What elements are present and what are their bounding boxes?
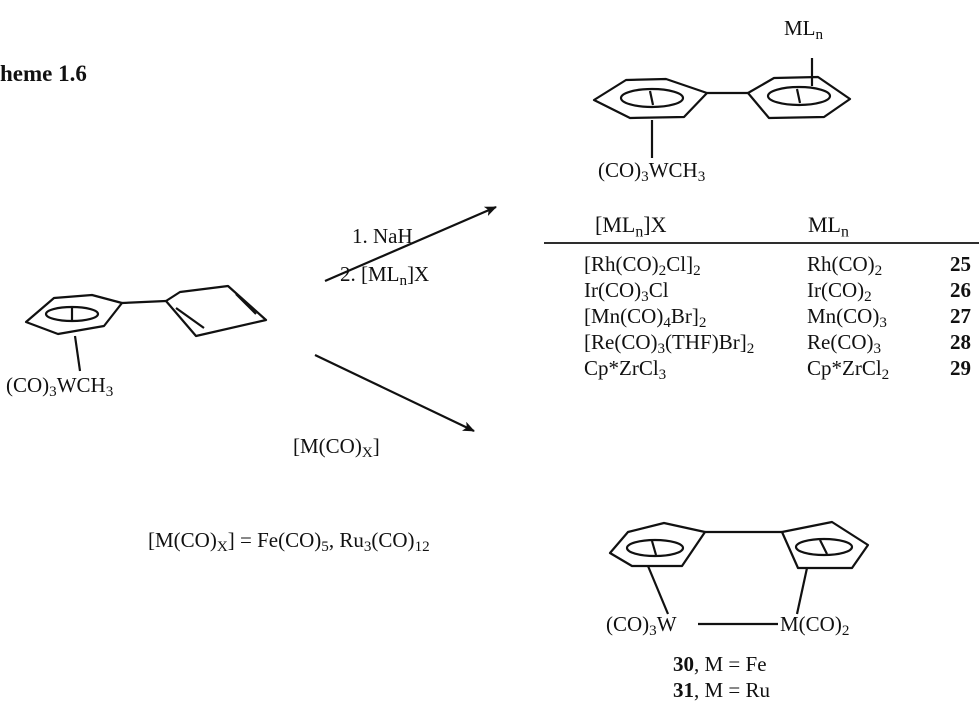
table-cell-reagent: Ir(CO)3Cl xyxy=(584,278,669,306)
table-cell-product: Cp*ZrCl2 xyxy=(807,356,890,384)
starting-material-structure xyxy=(24,284,268,372)
table-cell-product: Rh(CO)2 xyxy=(807,252,883,280)
lower-cp-ring-left xyxy=(608,521,707,568)
upper-cp-ring-right xyxy=(746,75,852,120)
upper-product-w-label: (CO)3WCH3 xyxy=(598,158,706,186)
lower-cp-ring-right xyxy=(780,520,870,570)
table-cell-reagent: [Rh(CO)2Cl]2 xyxy=(584,252,701,280)
compound-number: 27 xyxy=(950,304,971,328)
table-cell-reagent: [Mn(CO)4Br]2 xyxy=(584,304,707,332)
ring-ring-bond xyxy=(121,299,167,305)
lower-product-structure xyxy=(608,520,870,626)
compound-number: 29 xyxy=(950,356,971,380)
compound-number: 25 xyxy=(950,252,971,276)
table-header-reagent: [MLn]X xyxy=(595,212,667,241)
table-header-product: MLn xyxy=(808,212,849,241)
cp-ring-right xyxy=(164,284,268,338)
upper-step2-label: 2. [MLn]X xyxy=(340,262,430,290)
table-cell-reagent: Cp*ZrCl3 xyxy=(584,356,667,384)
upper-cp-aromatic-circle-left xyxy=(619,87,685,109)
upper-product-mln-label: MLn xyxy=(784,16,824,44)
table-cell-product: Mn(CO)3 xyxy=(807,304,887,332)
starting-material-label: (CO)3WCH3 xyxy=(6,373,114,401)
lower-reaction-arrow xyxy=(314,354,475,432)
upper-cp-aromatic-circle-right xyxy=(766,85,832,107)
compound-number: 28 xyxy=(950,330,971,354)
compound-number: 26 xyxy=(950,278,971,302)
table-cell-product: Ir(CO)2 xyxy=(807,278,872,306)
table-cell-product: Re(CO)3 xyxy=(807,330,882,358)
lower-product-w-label: (CO)3W xyxy=(606,612,677,640)
upper-product-structure xyxy=(592,58,852,158)
compound-label-31: 31, M = Ru xyxy=(673,678,771,702)
lower-cp-aromatic-circle-left xyxy=(625,538,685,558)
cp-ring-left xyxy=(24,293,124,336)
scheme-title: heme 1.6 xyxy=(0,61,87,86)
table-cell-reagent: [Re(CO)3(THF)Br]2 xyxy=(584,330,755,358)
w-ring-bond xyxy=(73,335,82,372)
lower-w-ring-bond xyxy=(646,565,670,615)
compound-label-30: 30, M = Fe xyxy=(673,652,767,676)
lower-product-m-label: M(CO)2 xyxy=(780,612,850,640)
lower-reagent-definition: [M(CO)X] = Fe(CO)5, Ru3(CO)12 xyxy=(148,528,430,556)
upper-reaction-arrow xyxy=(324,205,497,283)
lower-m-ring-bond xyxy=(795,567,809,615)
upper-step1-label: 1. NaH xyxy=(352,224,413,248)
lower-cp-aromatic-circle-right xyxy=(794,537,854,557)
cp-aromatic-circle xyxy=(44,305,100,323)
lower-reagent-label: [M(CO)X] xyxy=(293,434,380,462)
